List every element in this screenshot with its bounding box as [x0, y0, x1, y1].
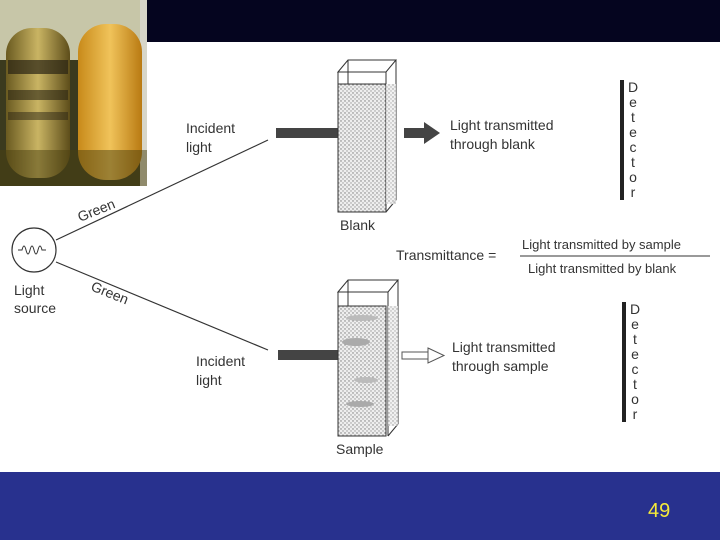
upper-beam-label: Green [75, 195, 117, 224]
blank-incident-line2: light [186, 139, 212, 155]
detector-letter: c [629, 139, 637, 155]
page-number: 49 [648, 500, 671, 522]
equation-lhs: Transmittance = [396, 247, 496, 263]
detector-letter: o [629, 169, 637, 185]
sample-cuvette-label: Sample [336, 441, 384, 457]
detector-letter: c [631, 361, 639, 377]
upper-beam-line [55, 139, 269, 241]
blank-incident-line1: Incident [186, 120, 235, 136]
lower-detector-bar [622, 302, 626, 422]
blank-transmitted-arrow [404, 122, 440, 144]
sample-transmitted-line1: Light transmitted [452, 339, 556, 355]
sample-incident-line2: light [196, 372, 222, 388]
detector-letter: t [631, 154, 635, 170]
blank-transmitted-line2: through blank [450, 136, 536, 152]
sample-transmitted-line2: through sample [452, 358, 549, 374]
source-label-line1: Light [14, 282, 44, 298]
blank-transmitted-line1: Light transmitted [450, 117, 554, 133]
equation-numerator: Light transmitted by sample [522, 237, 681, 252]
upper-detector-bar [620, 80, 624, 200]
equation-denominator: Light transmitted by blank [528, 261, 677, 276]
detector-letter: t [631, 109, 635, 125]
sample-transmitted-arrow [401, 347, 446, 364]
detector-letter: t [633, 376, 637, 392]
detector-letter: D [629, 301, 641, 317]
detector-letter: o [631, 391, 639, 407]
blank-cuvette [336, 59, 398, 213]
detector-letter: D [627, 79, 639, 95]
sample-cuvette [336, 279, 400, 437]
detector-letter: r [632, 406, 638, 422]
blank-cuvette-label: Blank [340, 217, 376, 233]
sample-incident-line1: Incident [196, 353, 245, 369]
detector-letter: e [629, 94, 637, 110]
lower-beam-label: Green [89, 278, 131, 307]
detector-letter: e [631, 346, 639, 362]
source-label-line2: source [14, 300, 56, 316]
detector-letter: r [630, 184, 636, 200]
lower-beam-line [55, 261, 269, 351]
detector-letter: e [631, 316, 639, 332]
bulb-filament-icon [11, 227, 57, 273]
spectrophotometry-diagram: Green Green Light source Incident light … [11, 59, 710, 457]
detector-letter: e [629, 124, 637, 140]
detector-letter: t [633, 331, 637, 347]
footer-bar [0, 472, 720, 540]
test-tubes-photo [0, 0, 147, 186]
